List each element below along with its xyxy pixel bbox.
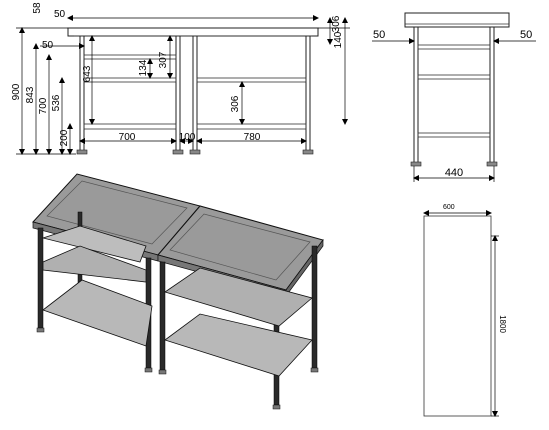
dim-307: 307 [158, 51, 169, 68]
side-dim-50-left: 50 [373, 29, 385, 41]
isometric-view [32, 173, 324, 410]
dim-134: 134 [138, 59, 149, 76]
top-view: 600 1800 [423, 204, 507, 417]
side-bottom-shelf [417, 132, 491, 138]
dim-643: 643 [82, 65, 93, 82]
dim-200: 200 [59, 129, 70, 146]
iso-middle-shelf-left [42, 245, 147, 283]
dim-58: 58 [32, 2, 43, 14]
top-outline [423, 215, 492, 417]
side-view: 50 50 440 [372, 12, 536, 182]
iso-bottom-shelf-right [164, 313, 313, 377]
front-top-slab [67, 27, 319, 37]
front-middle-shelf-right [196, 77, 307, 83]
front-feet [76, 149, 314, 155]
side-middle-shelf [417, 74, 491, 80]
top-dim-600: 600 [443, 204, 455, 211]
dim-900: 900 [11, 83, 22, 100]
dim-50-top: 50 [54, 9, 66, 20]
dim-700: 700 [38, 97, 49, 114]
dim-140: 140 [333, 31, 344, 48]
front-middle-shelf-left [83, 77, 177, 83]
front-bottom-shelf-right [196, 123, 307, 130]
side-dim-50-right: 50 [520, 29, 532, 41]
iso-bottom-shelf-left [42, 279, 153, 347]
front-upper-shelf [83, 54, 177, 60]
front-view: 58 50 306 140 50 134 307 643 900 843 700… [11, 2, 350, 155]
iso-upper-shelf [41, 225, 147, 263]
side-top-slab [404, 12, 510, 28]
side-dim-440: 440 [445, 167, 463, 179]
front-bottom-shelf-left [83, 123, 177, 130]
dim-843: 843 [25, 86, 36, 103]
dim-700-width: 700 [119, 132, 136, 143]
top-dim-1800: 1800 [498, 315, 507, 333]
dim-306-top: 306 [331, 15, 342, 32]
dim-536: 536 [51, 94, 62, 111]
dim-780-width: 780 [244, 132, 261, 143]
side-upper-shelf [417, 44, 491, 50]
iso-middle-shelf-right [164, 267, 313, 327]
dim-306-lower: 306 [230, 95, 241, 112]
dim-50-inner: 50 [42, 40, 54, 51]
dim-100-width: 100 [179, 132, 196, 143]
